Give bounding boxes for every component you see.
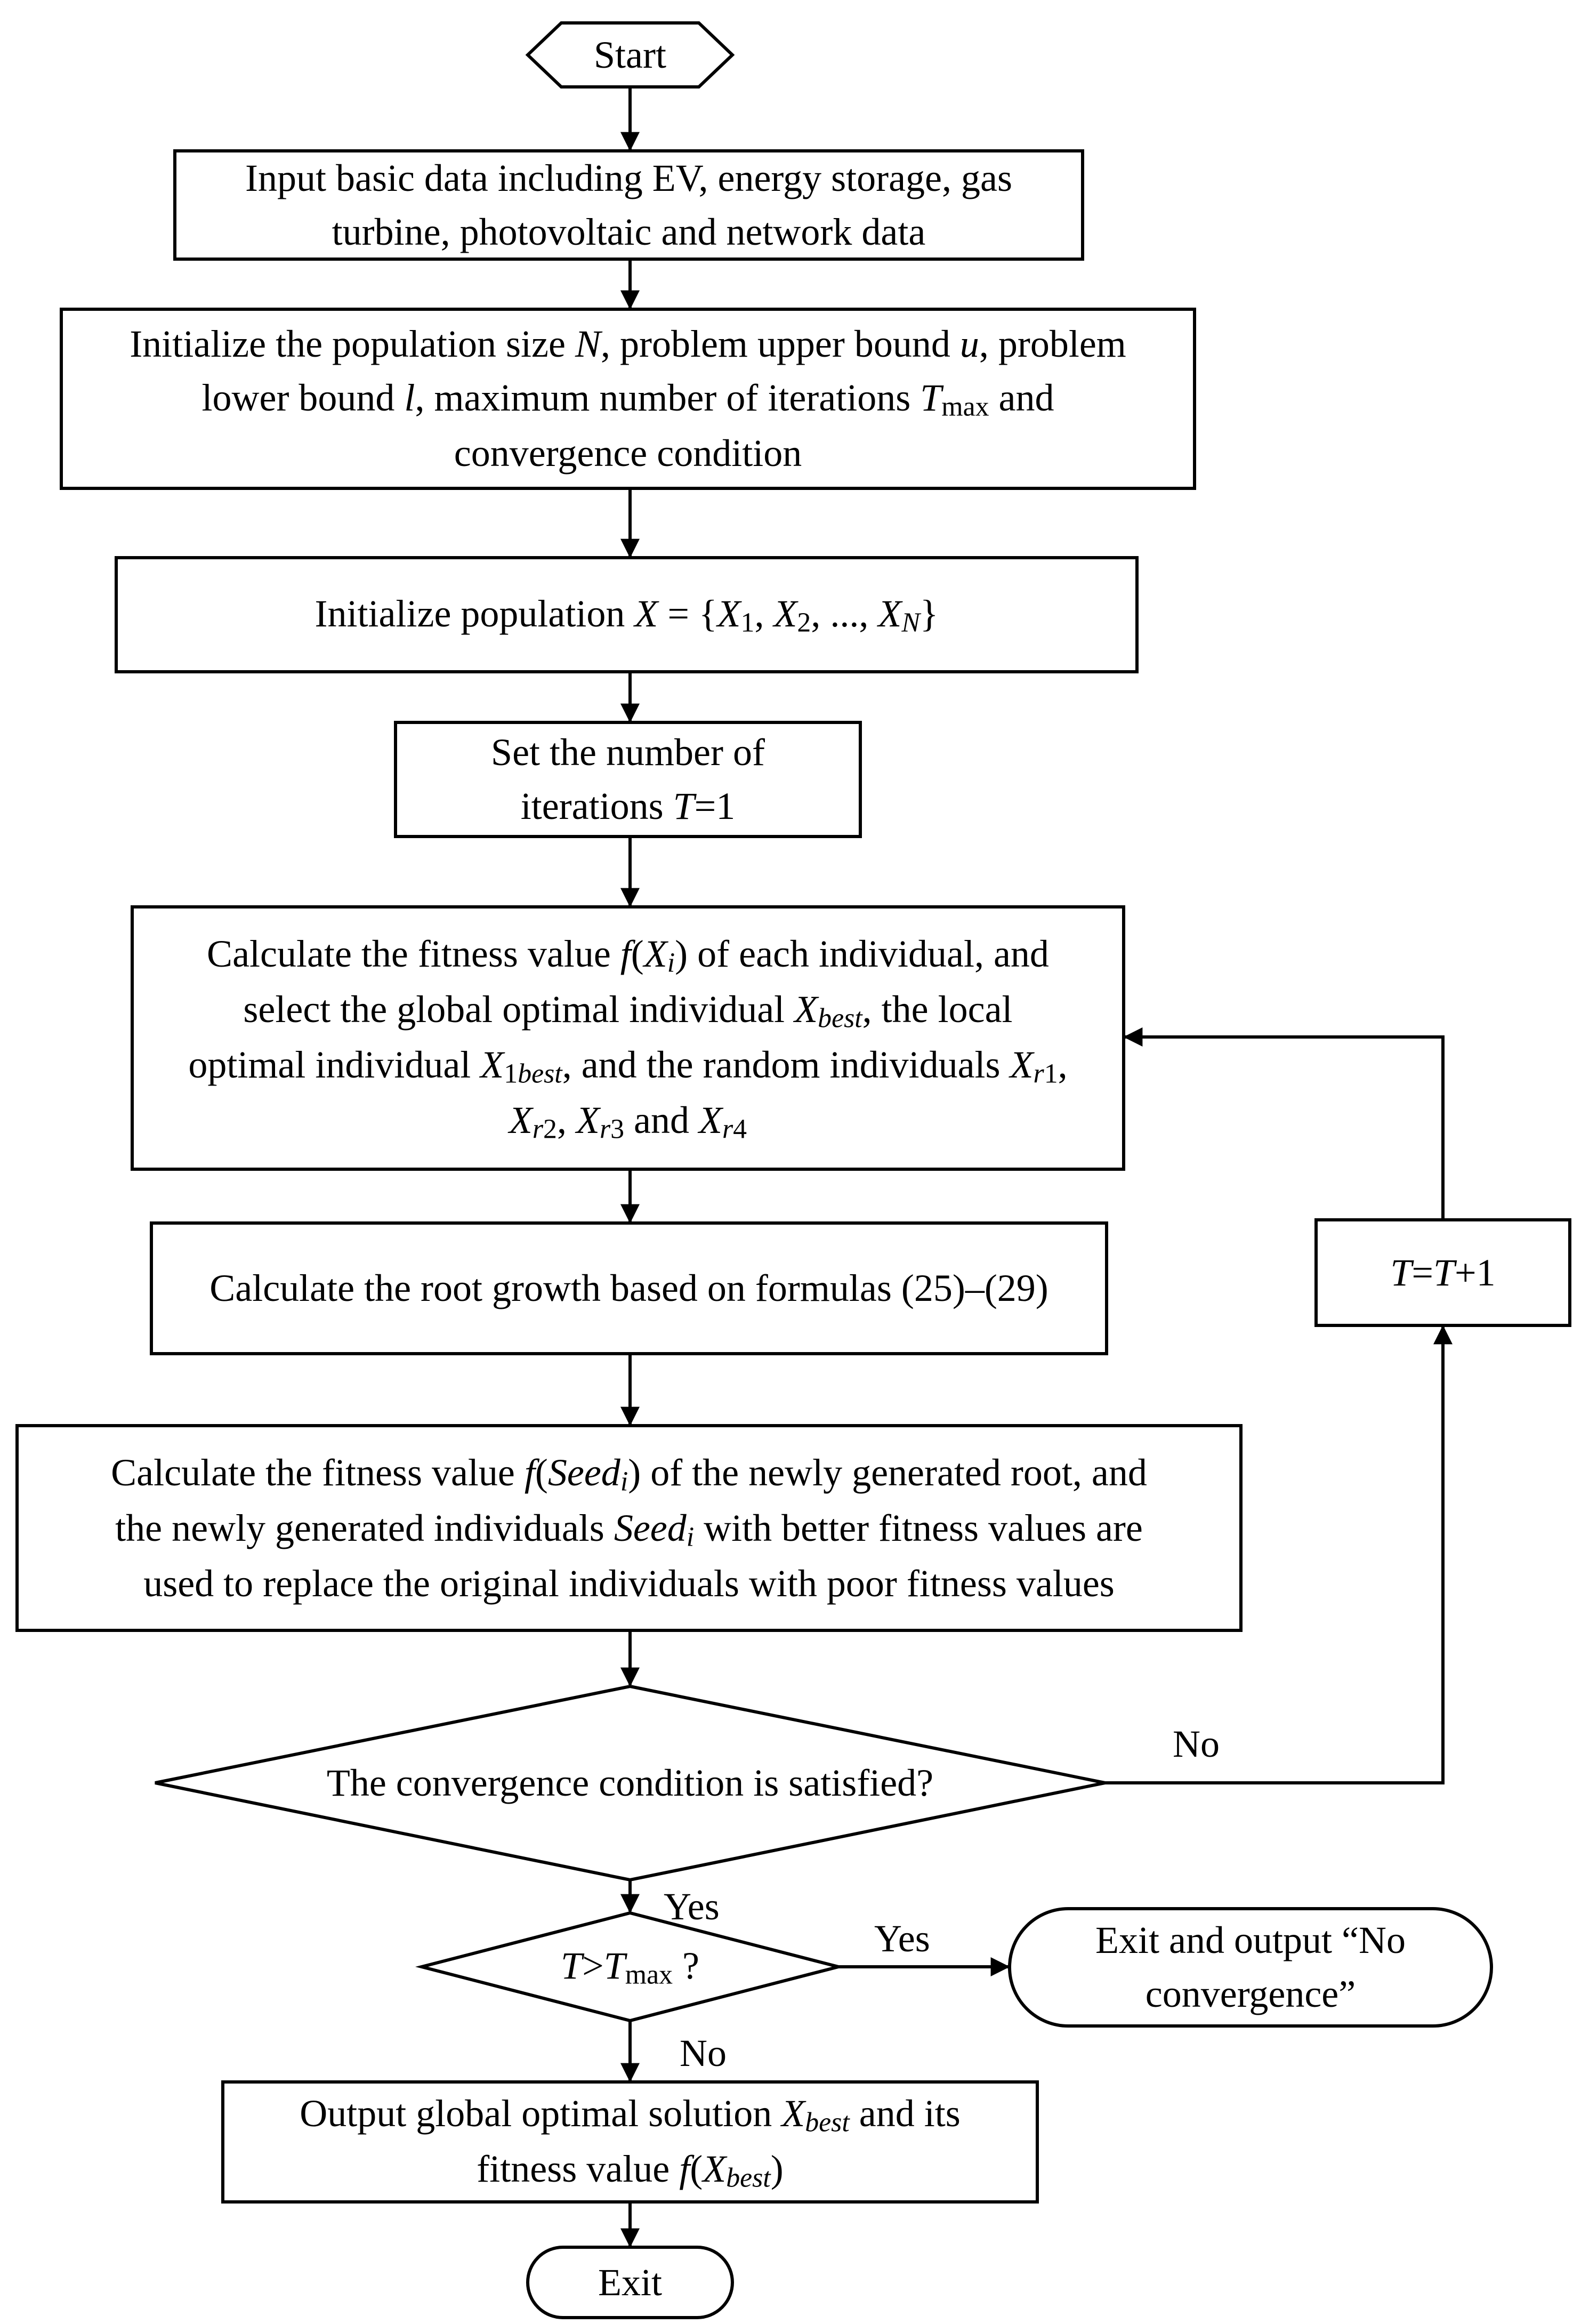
input-line-1: Input basic data including EV, energy st…	[245, 156, 1012, 199]
set-iterations-text: Set the number of iterations T=1	[491, 731, 765, 827]
start-label: Start	[594, 33, 666, 76]
edge-label-tmax-yes: Yes	[874, 1917, 930, 1960]
init-params-text: Initialize the population size N, proble…	[130, 323, 1126, 475]
increment-text: T=T+1	[1390, 1251, 1496, 1294]
fitness-text: Calculate the fitness value f(Xi) of eac…	[188, 932, 1068, 1145]
output-text: Output global optimal solution Xbest and…	[300, 2092, 961, 2193]
seed-text: Calculate the fitness value f(Seedi) of …	[111, 1451, 1147, 1605]
tmax-text: T>Tmax ?	[561, 1944, 699, 1990]
input-text: Input basic data including EV, energy st…	[175, 151, 1083, 259]
root-growth-text: Calculate the root growth based on formu…	[209, 1267, 1048, 1310]
edge-convergence-increment	[1105, 1325, 1453, 1784]
exit-no-convergence-text: Exit and output “No convergence”	[1095, 1919, 1406, 2015]
edge-increment-fitness	[1123, 1027, 1445, 1220]
edge-label-convergence-no: No	[1173, 1723, 1220, 1765]
exit-label: Exit	[598, 2261, 662, 2304]
edge-label-tmax-no: No	[680, 2032, 727, 2074]
start-terminal	[525, 21, 735, 89]
convergence-text: The convergence condition is satisfied?	[326, 1761, 934, 1804]
init-population-text: Initialize population X = {X1, X2, ..., …	[314, 592, 939, 638]
edge-label-convergence-yes: Yes	[664, 1885, 720, 1928]
input-line-2: turbine, photovoltaic and network data	[332, 210, 926, 253]
